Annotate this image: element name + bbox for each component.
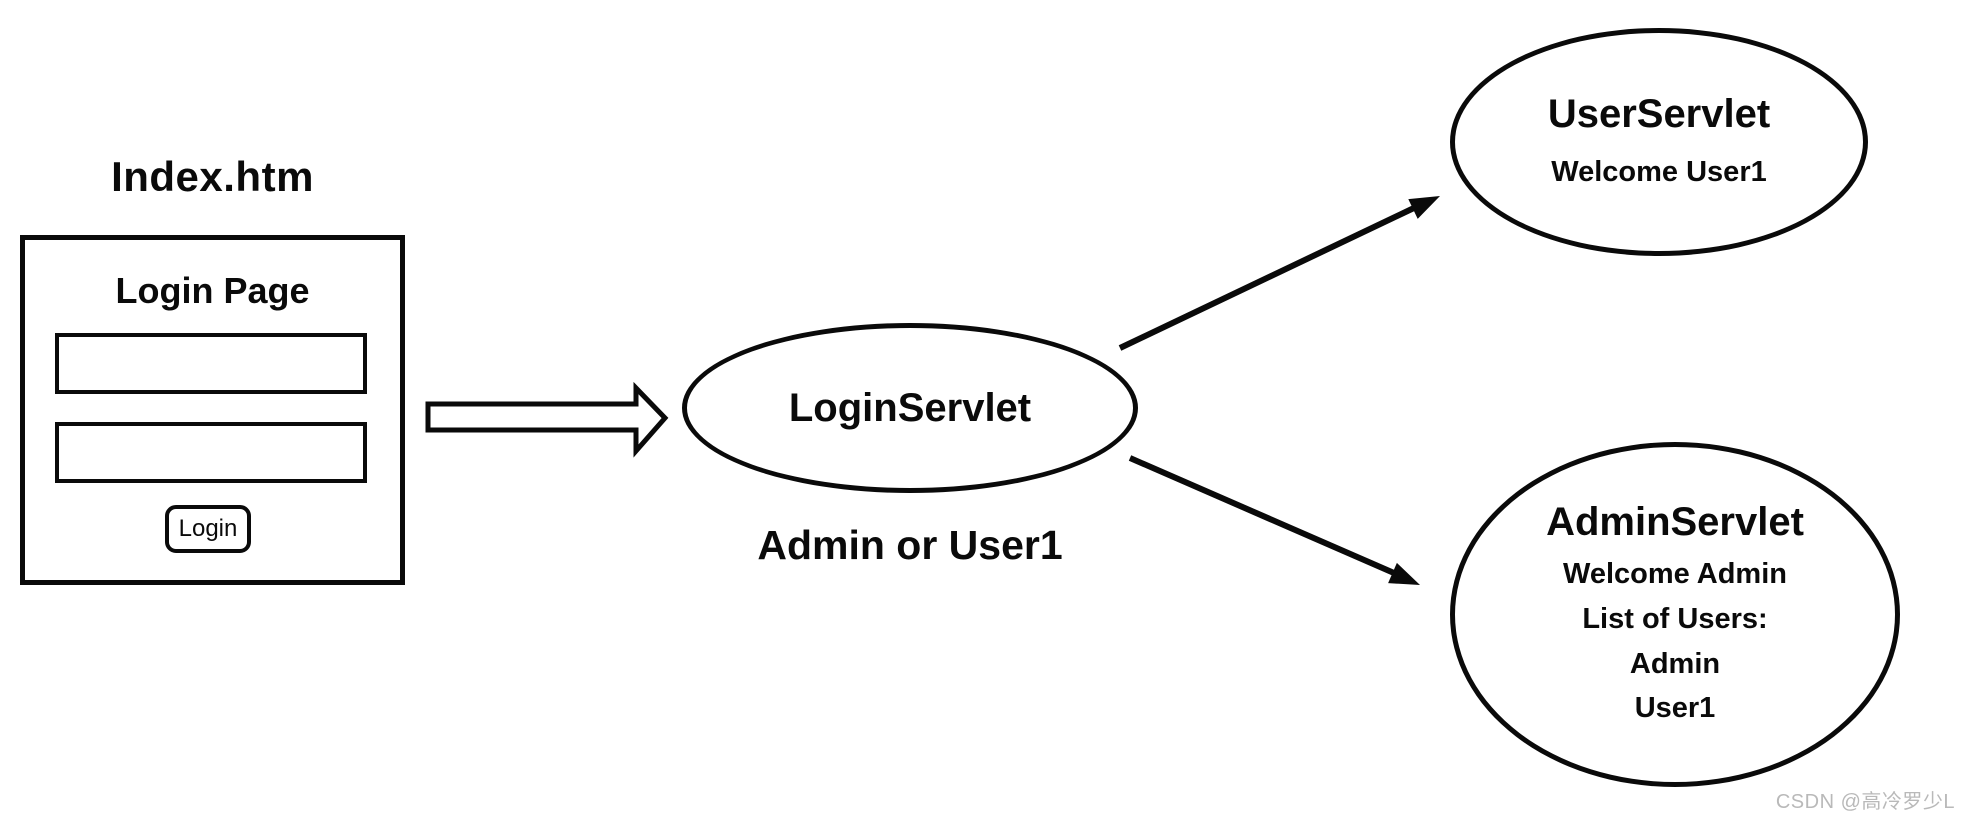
adminservlet-user-admin-line: Admin <box>1629 647 1721 680</box>
index-page-title: Index.htm <box>111 153 314 200</box>
block-arrow-index-to-loginservlet <box>425 381 669 458</box>
adminservlet-user-user1-line: User1 <box>1634 692 1716 725</box>
arrowhead-userservlet <box>1408 196 1440 219</box>
adminservlet-node: AdminServlet Welcome Admin List of Users… <box>1450 442 1900 787</box>
arrow-loginservlet-to-userservlet <box>1118 204 1418 351</box>
adminservlet-list-of-users-line: List of Users: <box>1582 602 1768 635</box>
index-page-box: Login Page Login <box>20 235 405 585</box>
loginservlet-node: LoginServlet <box>682 323 1138 493</box>
userservlet-welcome-line: Welcome User1 <box>1551 155 1767 188</box>
userservlet-node: UserServlet Welcome User1 <box>1450 28 1868 256</box>
loginservlet-title: LoginServlet <box>788 386 1032 430</box>
admin-or-user1-caption: Admin or User1 <box>757 522 1063 568</box>
username-input[interactable] <box>55 333 367 394</box>
arrow-loginservlet-to-adminservlet <box>1128 455 1396 576</box>
csdn-watermark: CSDN @高冷罗少L <box>1775 791 1955 813</box>
login-page-heading: Login Page <box>115 270 310 311</box>
login-button[interactable]: Login <box>165 505 251 553</box>
password-input[interactable] <box>55 422 367 483</box>
arrowhead-adminservlet <box>1388 562 1420 585</box>
adminservlet-title: AdminServlet <box>1546 499 1804 544</box>
adminservlet-welcome-line: Welcome Admin <box>1563 557 1787 590</box>
userservlet-title: UserServlet <box>1547 91 1771 136</box>
